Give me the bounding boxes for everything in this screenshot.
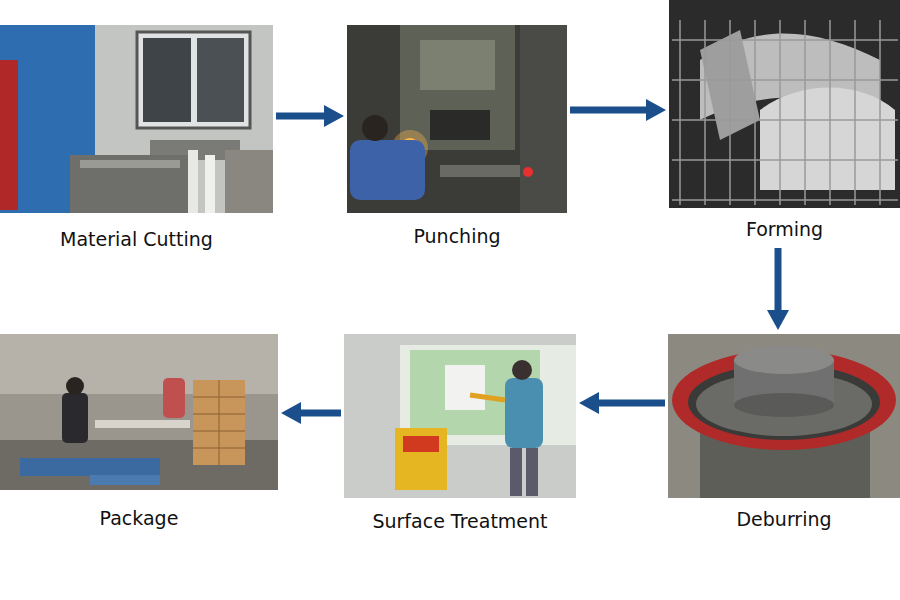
step-caption: Package: [0, 507, 278, 529]
step-caption: Forming: [669, 218, 900, 240]
flow-arrow: [599, 400, 665, 407]
step-caption: Deburring: [668, 508, 900, 530]
process-step: Forming: [669, 0, 900, 242]
punching-photo: [347, 25, 567, 213]
step-caption: Punching: [347, 225, 567, 247]
process-step: Package: [0, 334, 278, 531]
cutting-photo: [0, 25, 273, 213]
process-step: Surface Treatment: [344, 334, 576, 534]
flow-arrow: [570, 107, 646, 114]
process-step: Punching: [347, 25, 567, 249]
flow-arrow: [301, 410, 341, 417]
deburring-photo: [668, 334, 900, 498]
flow-arrow: [775, 248, 782, 310]
step-caption: Material Cutting: [0, 228, 273, 250]
flow-arrow: [276, 113, 324, 120]
forming-photo: [669, 0, 900, 208]
step-caption: Surface Treatment: [344, 510, 576, 532]
surface-treatment-photo: [344, 334, 576, 498]
package-photo: [0, 334, 278, 490]
process-step: Material Cutting: [0, 25, 273, 252]
process-step: Deburring: [668, 334, 900, 532]
